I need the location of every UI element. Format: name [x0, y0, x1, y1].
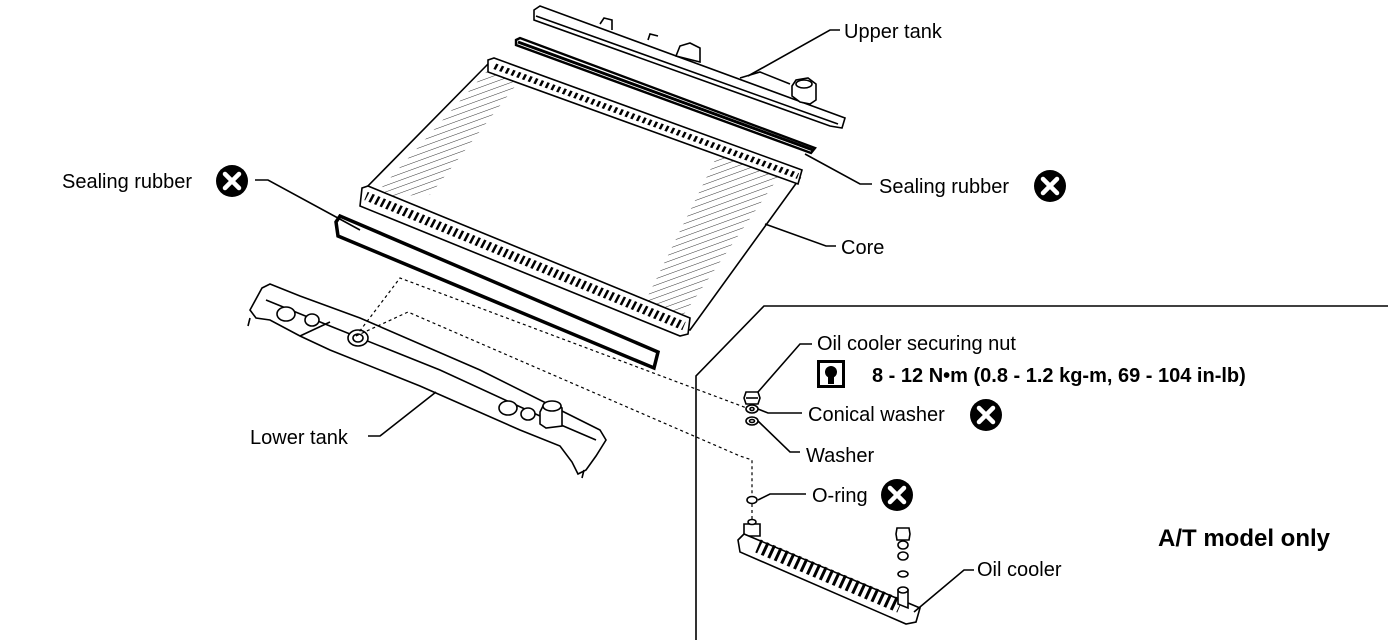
o-ring	[746, 495, 758, 505]
label-sealing-rubber-right: Sealing rubber	[879, 176, 1009, 198]
sealing-rubber-upper	[514, 36, 817, 155]
label-at-model-only: A/T model only	[1158, 525, 1331, 552]
at-section-frame	[695, 305, 1388, 640]
label-core: Core	[841, 237, 884, 259]
label-sealing-rubber-left: Sealing rubber	[62, 171, 192, 193]
leader-lines	[255, 29, 974, 613]
label-oil-cooler: Oil cooler	[977, 559, 1062, 581]
oil-cooler-securing-nut	[743, 391, 761, 405]
label-lower-tank: Lower tank	[250, 427, 349, 449]
conical-washer	[745, 404, 759, 414]
sealing-rubber-lower	[334, 213, 661, 371]
replace-x-icon	[881, 479, 913, 511]
replace-x-icon	[1034, 170, 1066, 202]
label-upper-tank: Upper tank	[844, 21, 943, 43]
label-oil-cooler-securing-nut: Oil cooler securing nut	[817, 333, 1016, 355]
upper-tank	[533, 5, 846, 129]
label-washer: Washer	[806, 445, 875, 467]
replace-x-icon	[216, 165, 248, 197]
radiator-core	[359, 57, 803, 337]
lower-tank	[247, 283, 607, 479]
torque-wrench-icon	[817, 360, 845, 388]
label-conical-washer: Conical washer	[808, 404, 945, 426]
washer	[745, 416, 759, 426]
oil-cooler	[737, 518, 921, 625]
label-torque-spec: 8 - 12 N•m (0.8 - 1.2 kg-m, 69 - 104 in-…	[872, 365, 1246, 387]
replace-x-icon	[970, 399, 1002, 431]
label-o-ring: O-ring	[812, 485, 868, 507]
